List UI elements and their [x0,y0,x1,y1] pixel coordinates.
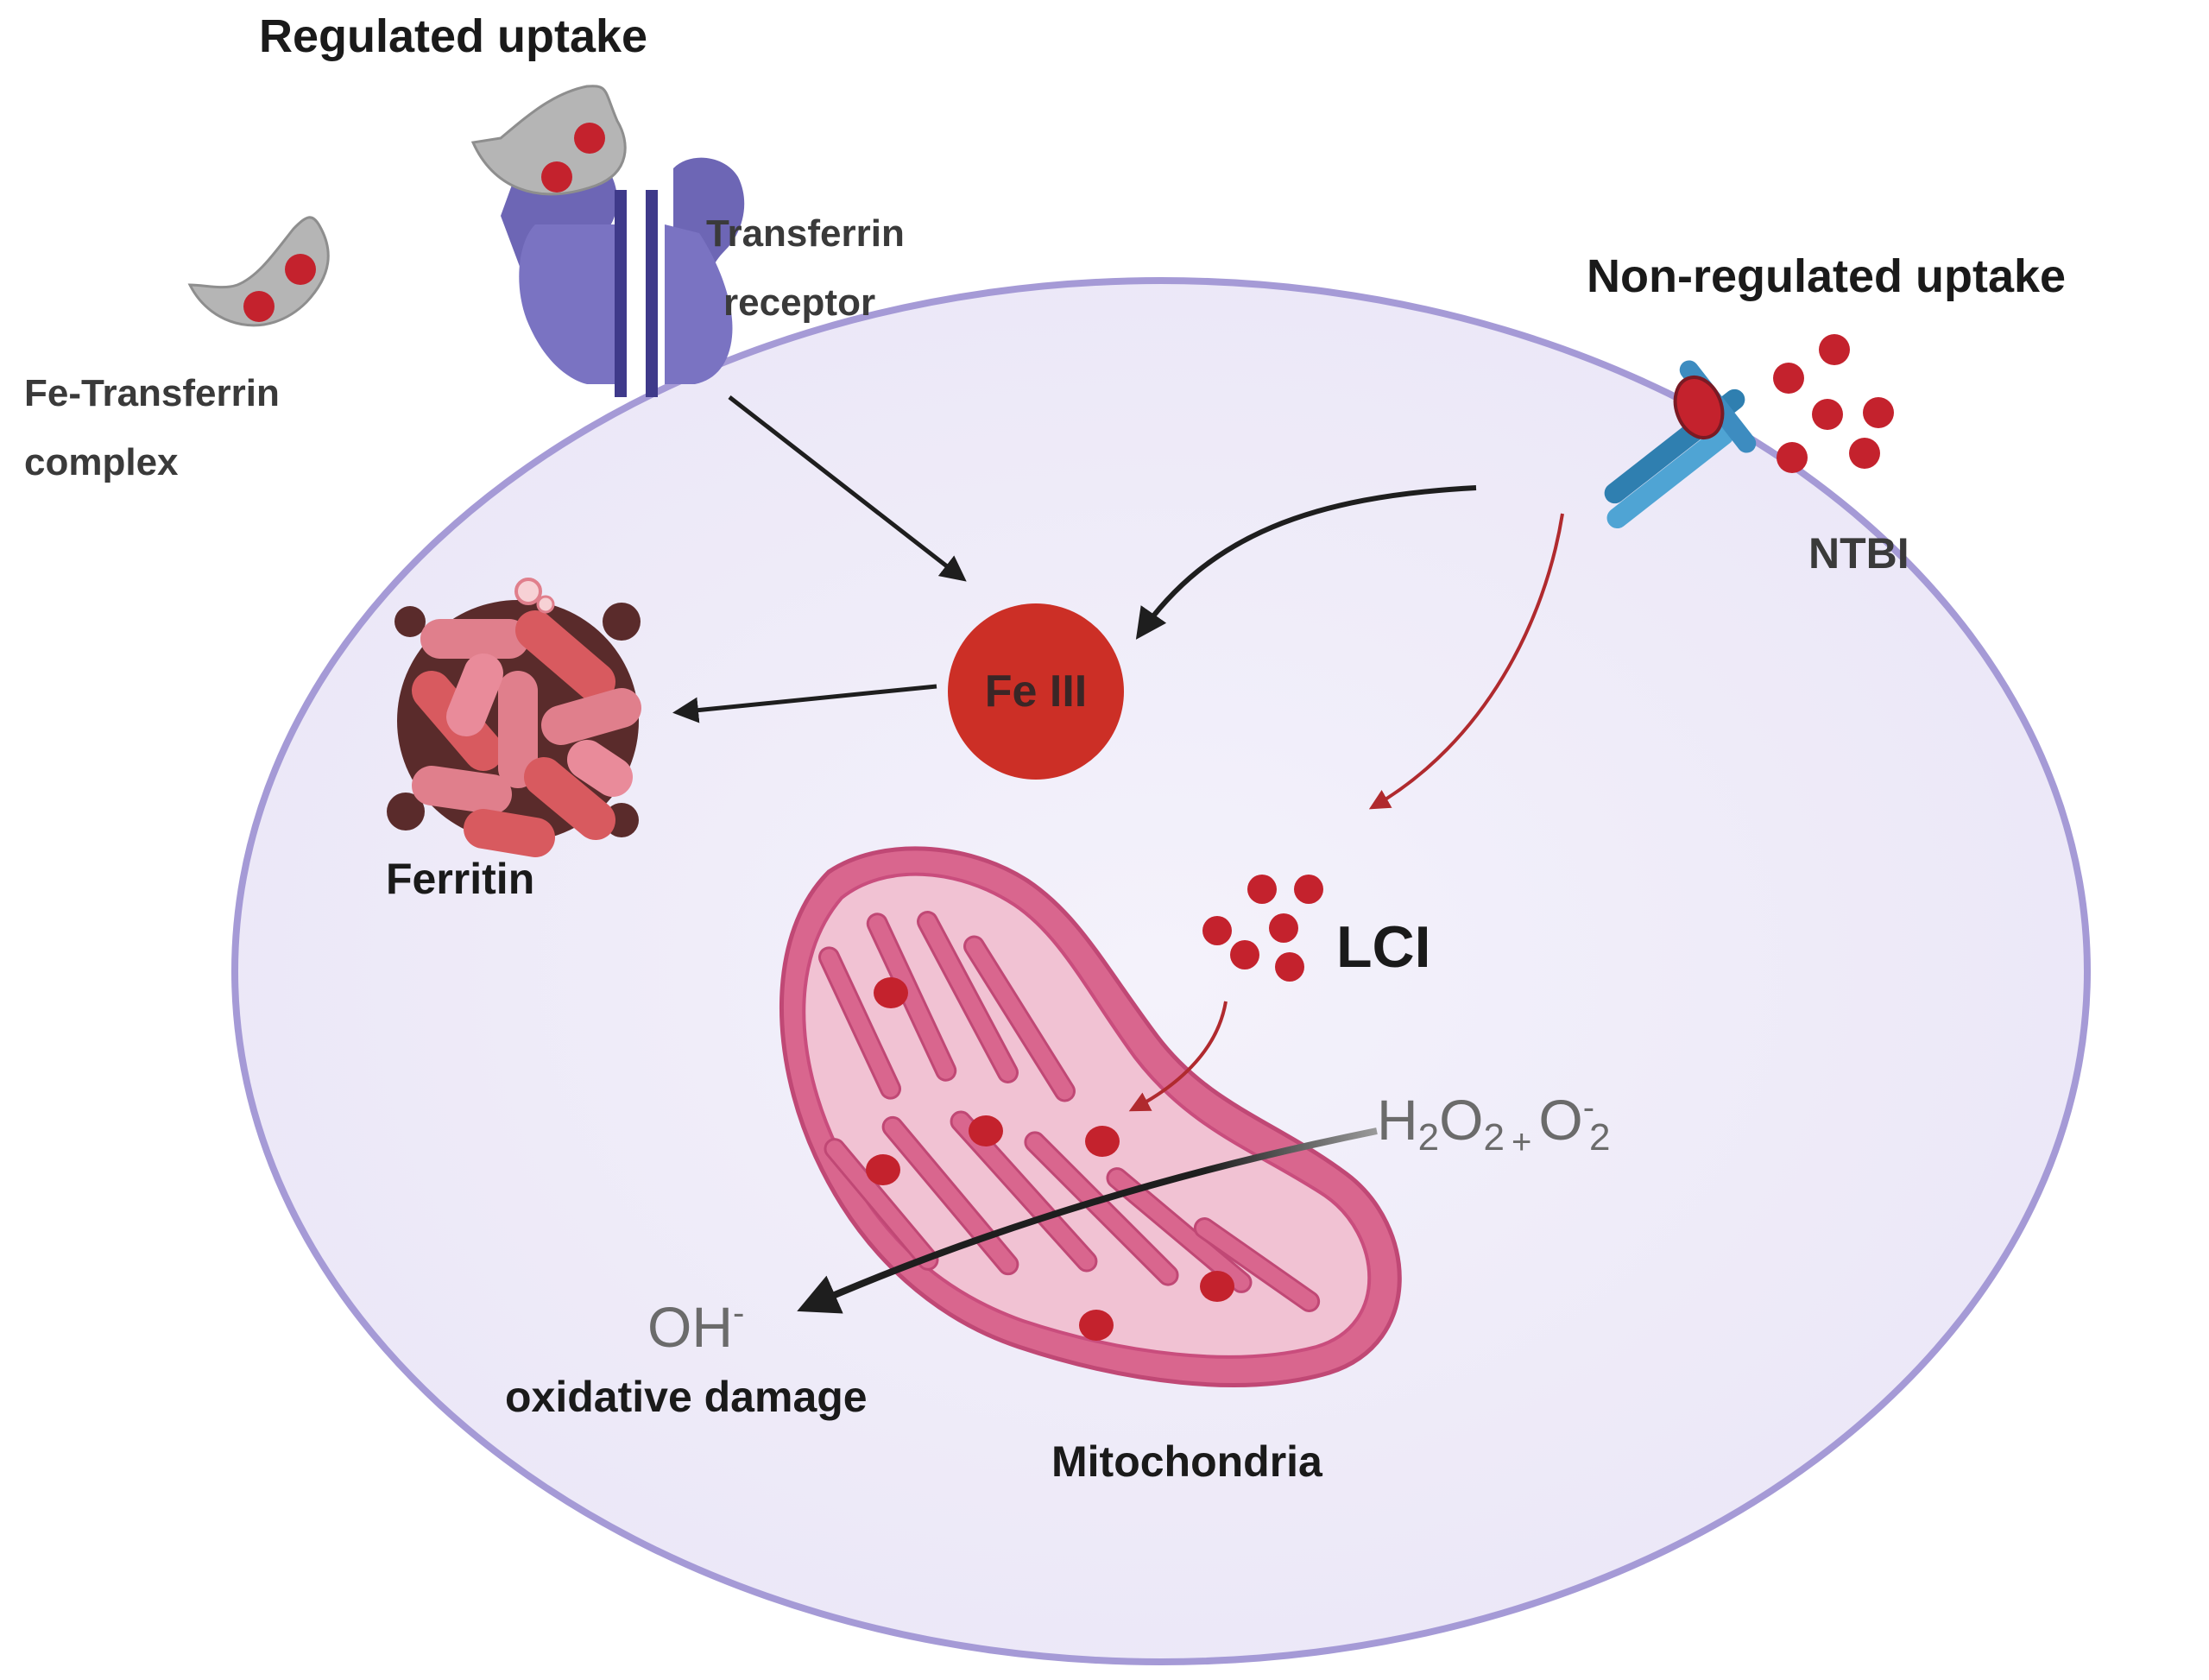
fe-iii-icon [948,603,1124,780]
hydroxyl-oh: OH [647,1295,733,1359]
fe-transferrin-label-line2: complex [24,441,179,483]
ros-o: O [1439,1088,1483,1152]
ferritin-label: Ferritin [386,855,534,903]
ros-plus: + [1512,1123,1531,1161]
ros-sub-2a: 2 [1418,1116,1439,1159]
oxidative-damage-label: oxidative damage [505,1373,868,1421]
transferrin-receptor-label-line2: receptor [723,281,875,324]
ros-h: H [1377,1088,1418,1152]
ros-sup-minus: - [1583,1089,1594,1127]
transferrin-receptor-icon [501,151,745,397]
mitochondria-label: Mitochondria [1051,1437,1323,1486]
hydroxyl-label: OH- [647,1294,744,1359]
ros-o2: O [1538,1088,1582,1152]
arrows [672,395,1564,1314]
fe-transferrin-label-line1: Fe-Transferrin [24,372,280,414]
lci-iron-particles [1202,875,1323,982]
cell-body [231,277,2091,1665]
non-regulated-uptake-label: Non-regulated uptake [1587,250,2066,302]
fe-iii-label: Fe III [985,666,1087,717]
bound-transferrin-icon [470,85,627,196]
mitochondrion-icon [779,846,1402,1387]
fe-transferrin-label: Fe-Transferrin complex [24,372,290,483]
hydroxyl-sup-minus: - [733,1294,744,1332]
ntbi-iron-particles [1773,334,1894,473]
ntbi-transporter-icon [1604,360,1757,529]
ros-sub-2c: 2 [1589,1116,1610,1159]
labels: Regulated uptake Non-regulated uptake Tr… [24,10,2066,1486]
transferrin-receptor-label-line1: Transferrin [706,212,905,255]
lci-label: LCI [1336,914,1431,980]
transferrin-receptor-label: Transferrin receptor [706,212,915,324]
ferritin-protein-icon [387,578,641,857]
regulated-uptake-label: Regulated uptake [259,10,647,62]
ros-sub-2b: 2 [1484,1116,1505,1159]
ros-formula-label: H2O2+O-2 [1377,1088,1611,1161]
transferrin-complex-icon [187,216,330,327]
ntbi-label: NTBI [1808,529,1909,578]
